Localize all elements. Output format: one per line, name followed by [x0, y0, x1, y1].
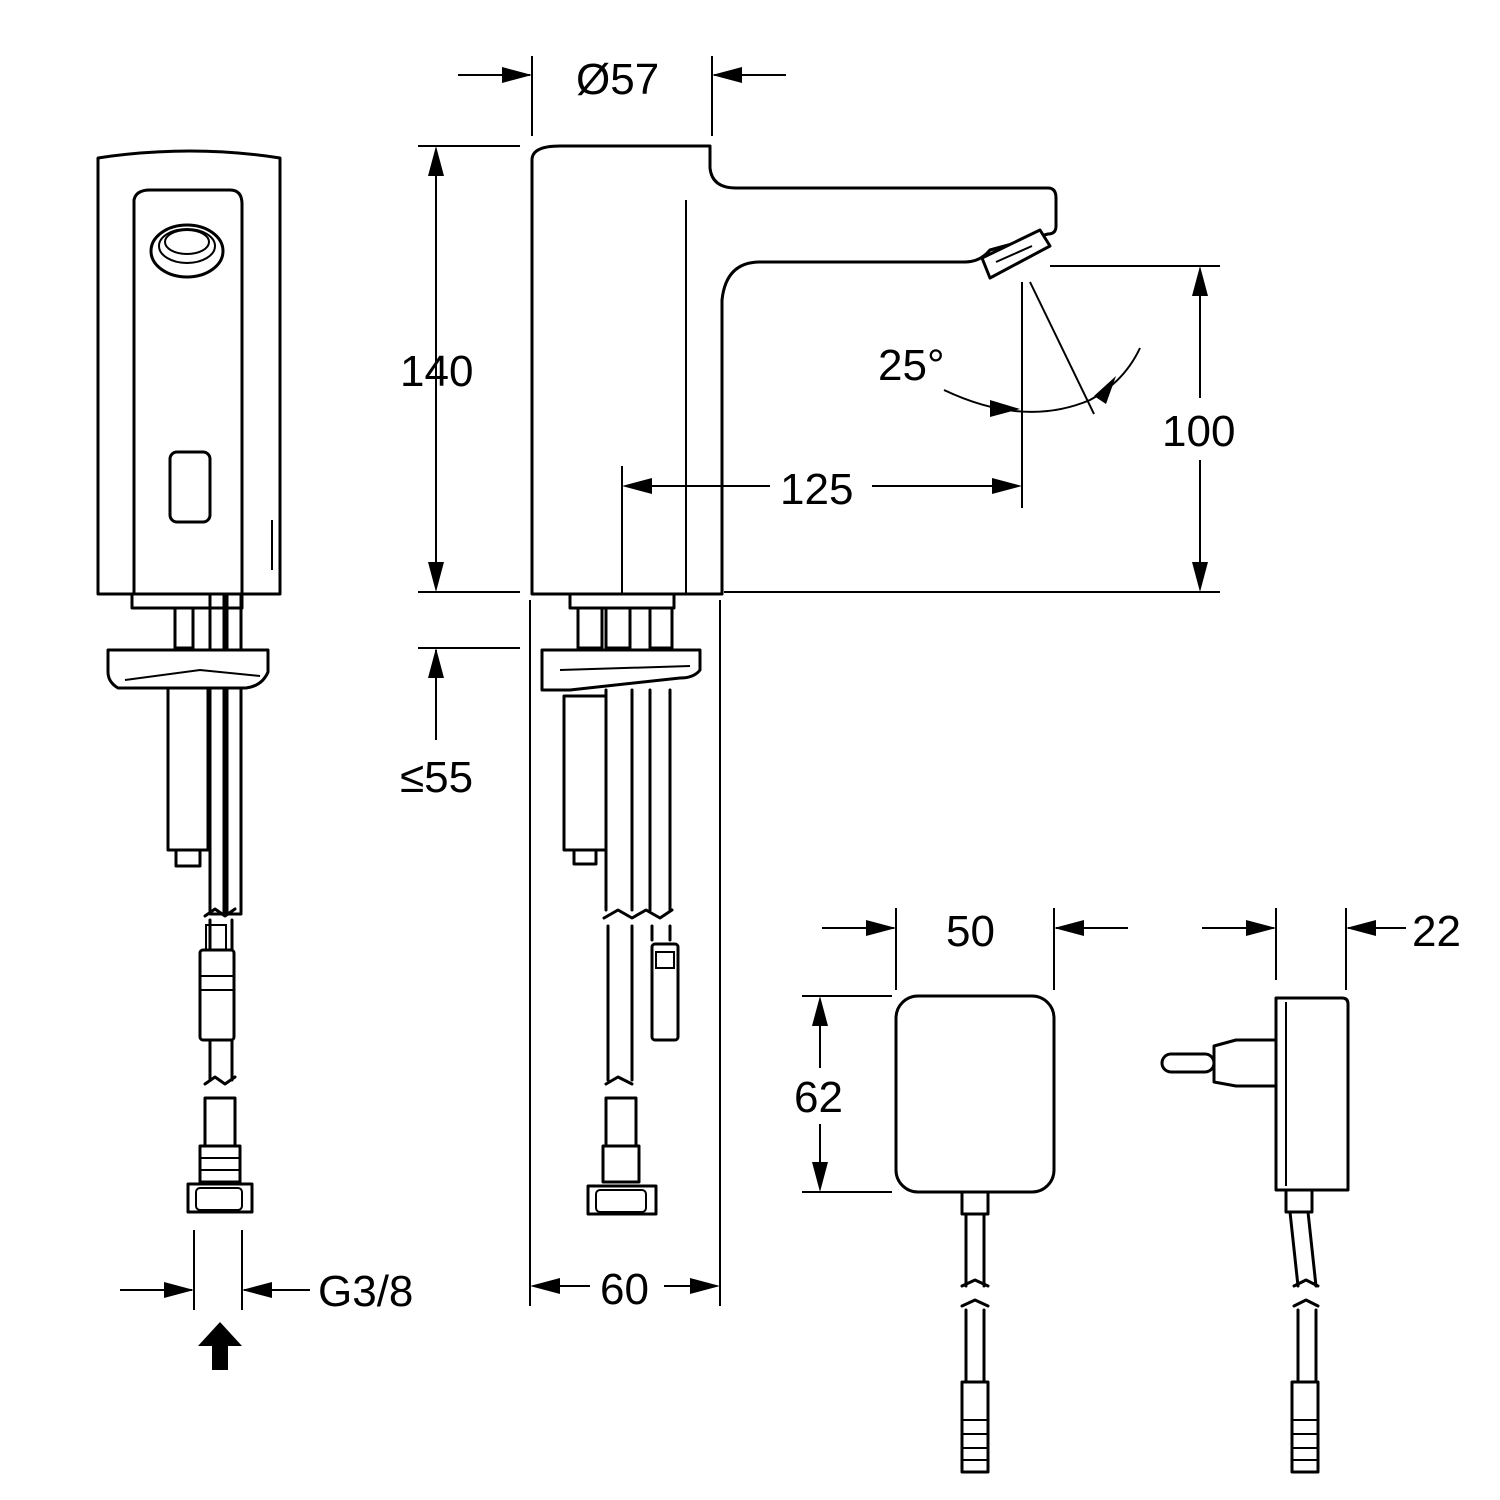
faucet-front-view [96, 149, 282, 1214]
water-inlet-arrow [198, 1322, 242, 1370]
adapter-depth-dimension [1202, 908, 1406, 990]
below-deck-label: ≤55 [400, 753, 473, 802]
spout-height-dimension [724, 265, 1220, 593]
cable-connector [198, 948, 236, 1042]
power-adapter-front [894, 994, 1056, 1474]
adapter-depth-label: 22 [1412, 907, 1461, 956]
adapter-height-label: 62 [794, 1073, 843, 1122]
faucet-side-view [530, 144, 1058, 1216]
diameter-label: Ø57 [576, 55, 659, 104]
adapter-height-dimension [802, 995, 892, 1193]
connection-dimension [120, 1230, 310, 1370]
indicator-window [168, 450, 212, 524]
adapter-width-label: 50 [946, 907, 995, 956]
power-adapter-side [1160, 996, 1350, 1474]
reach-label: 125 [780, 465, 853, 514]
angle-dimension [943, 281, 1141, 417]
height-label: 140 [400, 347, 473, 396]
diameter-dimension [458, 56, 786, 136]
connection-label: G3/8 [318, 1267, 413, 1316]
base-width-label: 60 [600, 1265, 649, 1314]
spout-height-label: 100 [1162, 407, 1235, 456]
reach-dimension [621, 282, 1023, 594]
base-width-dimension [529, 600, 721, 1306]
mains-plug [1212, 1038, 1278, 1088]
adapter-width-dimension [822, 908, 1128, 990]
height-dimension [418, 145, 520, 593]
adapter-plug-connector [1290, 1380, 1320, 1474]
adapter-plug-connector [960, 1380, 990, 1474]
sensor-lens [149, 223, 225, 279]
angle-label: 25° [878, 341, 945, 390]
below-deck-dimension [418, 647, 520, 740]
